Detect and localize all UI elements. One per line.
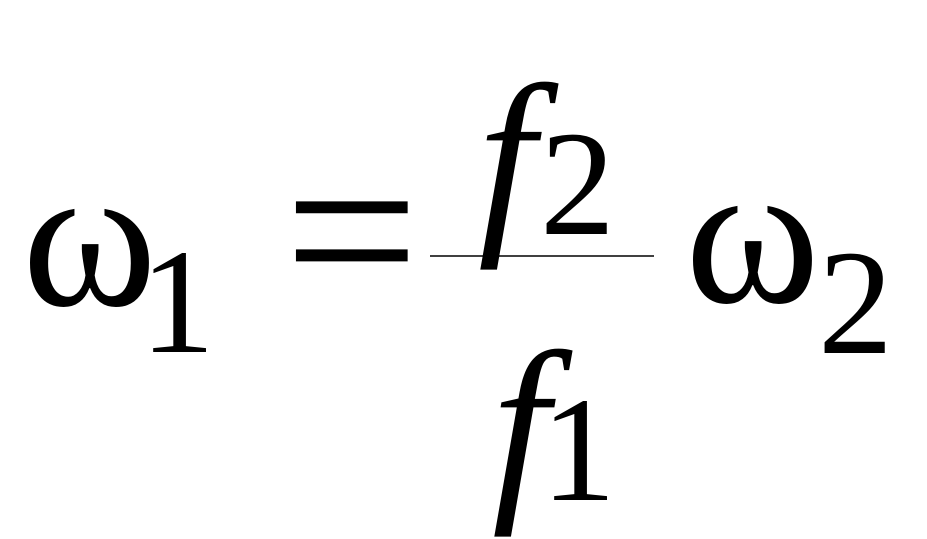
rhs-term: ω 2 (685, 120, 893, 386)
fraction: f 2 f 1 (430, 44, 654, 538)
lhs-omega-symbol: ω (22, 123, 157, 350)
equals-sign: = (284, 97, 419, 363)
fraction-numerator: f 2 (478, 44, 615, 271)
rhs-subscript: 2 (818, 220, 893, 386)
lhs-subscript: 1 (140, 219, 215, 385)
numerator-subscript: 2 (540, 101, 615, 267)
fraction-denominator: f 1 (492, 311, 616, 538)
denominator-subscript: 1 (541, 367, 616, 533)
lhs-term: ω 1 (22, 123, 215, 385)
rhs-omega-symbol: ω (685, 120, 820, 347)
